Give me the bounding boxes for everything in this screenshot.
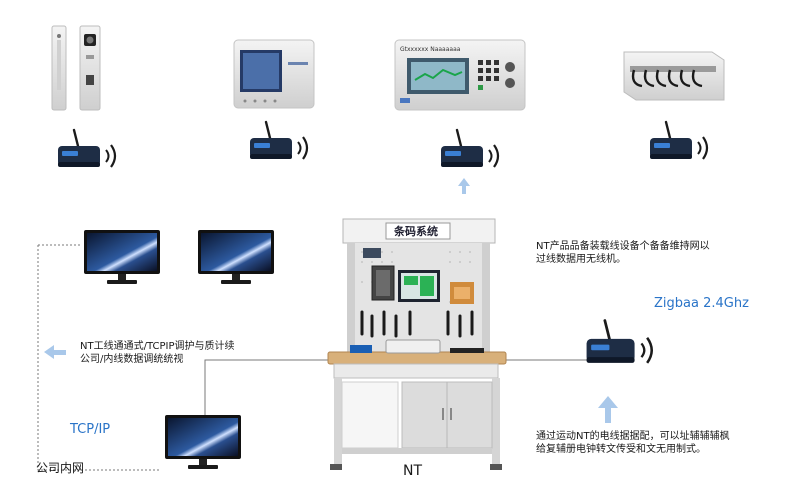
device-panel-2 (79, 25, 101, 111)
wireless-dongle-2 (248, 120, 309, 161)
description-top-line-1: NT产品品备装载线设备个备备维持网以 (536, 241, 710, 252)
description-left: NT工线通通式/TCPIP调护与质计续 公司/内线数据调统统视 (80, 340, 234, 366)
description-bottom: 通过运动NT的电线据据配，可以址辅辅辅枫 给复辅册电钟转文传受和文无用制式。 (536, 430, 730, 456)
nt-label: NT (403, 463, 423, 479)
cabinet-sign: 条码系统 (393, 224, 438, 238)
description-bottom-line-1: 通过运动NT的电线据据配，可以址辅辅辅枫 (536, 431, 730, 442)
intranet-label: 公司内网 (36, 461, 85, 475)
device-switch (623, 51, 725, 101)
arrow-left (44, 345, 66, 359)
wireless-dongle-3 (439, 128, 500, 169)
connection-lines (37, 244, 590, 471)
tcpip-label: TCP/IP (70, 422, 111, 437)
device-terminal (233, 39, 315, 109)
description-left-line-2: 公司/内线数据调统统视 (80, 354, 184, 365)
device-controller (394, 39, 526, 111)
device-panel-1 (51, 25, 67, 111)
monitor-3 (165, 415, 241, 469)
description-top: NT产品品备装载线设备个备备维持网以 过线数据用无线机。 (536, 240, 710, 266)
device-brand-label: Gtxxxxxx Naaaaaaa (400, 46, 461, 53)
arrow-up-top (458, 178, 470, 194)
arrow-up-bottom (598, 396, 618, 423)
wireless-dongle-zigbee (585, 319, 654, 365)
description-top-line-2: 过线数据用无线机。 (536, 254, 626, 265)
link-intranet (37, 245, 160, 471)
monitor-1 (84, 230, 160, 284)
zigbee-label: Zigbaa 2.4Ghz (654, 296, 749, 311)
wireless-dongle-1 (56, 128, 117, 169)
workstation-cabinet (327, 218, 507, 470)
description-left-line-1: NT工线通通式/TCPIP调护与质计续 (80, 341, 235, 352)
link-cabinet-monitor (204, 359, 330, 425)
wireless-dongle-4 (648, 120, 709, 161)
monitor-2 (198, 230, 274, 284)
description-bottom-line-2: 给复辅册电钟转文传受和文无用制式。 (536, 444, 706, 455)
